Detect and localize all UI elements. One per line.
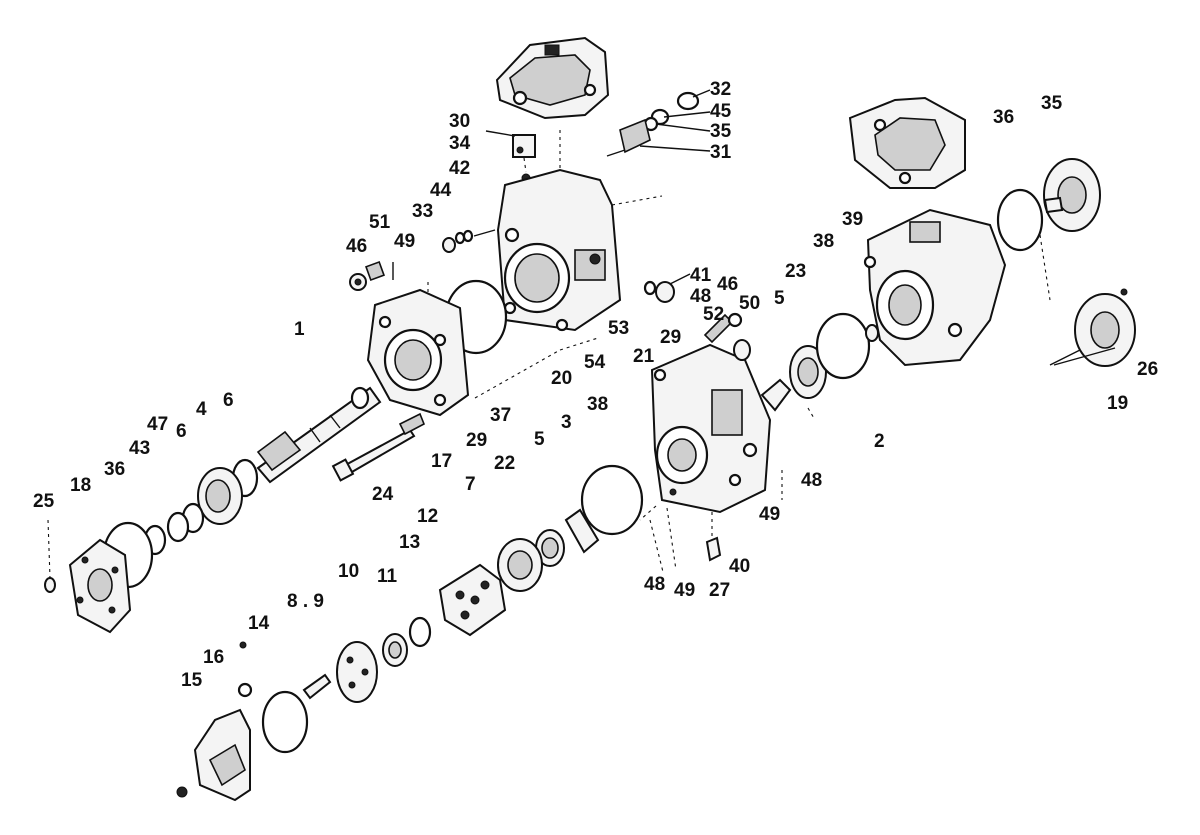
callout-50: 50 bbox=[739, 293, 760, 314]
callout-25: 25 bbox=[33, 491, 55, 512]
spring-52 bbox=[703, 312, 751, 361]
callout-27: 27 bbox=[709, 580, 730, 601]
callout-51: 51 bbox=[369, 212, 391, 233]
callout-19: 19 bbox=[1107, 393, 1128, 414]
callout-30: 30 bbox=[449, 111, 470, 132]
callout-23: 23 bbox=[785, 261, 806, 282]
callout-35a: 35 bbox=[710, 121, 732, 142]
plugs-33-44-42 bbox=[442, 229, 496, 253]
valve-plate-right bbox=[760, 312, 879, 412]
callout-4: 4 bbox=[196, 399, 207, 420]
callout-43: 43 bbox=[129, 438, 150, 459]
callout-7: 7 bbox=[465, 474, 476, 495]
callout-47: 47 bbox=[147, 414, 168, 435]
callout-53: 53 bbox=[608, 318, 629, 339]
drive-shaft bbox=[256, 386, 382, 484]
callout-35b: 35 bbox=[1041, 93, 1063, 114]
callout-20: 20 bbox=[551, 368, 572, 389]
swash-plate-15 bbox=[176, 641, 253, 802]
callout-42: 42 bbox=[449, 158, 470, 179]
callout-21: 21 bbox=[633, 346, 655, 367]
callout-29a: 29 bbox=[660, 327, 681, 348]
callout-32: 32 bbox=[710, 79, 731, 100]
callout-38b: 38 bbox=[587, 394, 608, 415]
callout-18: 18 bbox=[70, 475, 91, 496]
callout-16: 16 bbox=[203, 647, 224, 668]
callout-17: 17 bbox=[431, 451, 452, 472]
callout-48b: 48 bbox=[801, 470, 822, 491]
callout-12: 12 bbox=[417, 506, 438, 527]
callout-29b: 29 bbox=[466, 430, 487, 451]
callout-11: 11 bbox=[377, 566, 398, 587]
rear-gasket bbox=[996, 188, 1044, 252]
callout-46b: 46 bbox=[717, 274, 738, 295]
callout-37: 37 bbox=[490, 405, 511, 426]
callout-5a: 5 bbox=[774, 288, 785, 309]
centerlines bbox=[474, 130, 1051, 573]
callout-31: 31 bbox=[710, 142, 732, 163]
callout-10: 10 bbox=[338, 561, 359, 582]
callout-44: 44 bbox=[430, 180, 452, 201]
callout-41: 41 bbox=[690, 265, 712, 286]
plugs-41-48 bbox=[643, 280, 675, 303]
callout-49a: 49 bbox=[394, 231, 415, 252]
pump-housing-center bbox=[496, 168, 663, 332]
callout-8-9: 8 . 9 bbox=[287, 591, 324, 612]
callout-3: 3 bbox=[561, 412, 572, 433]
pump-housing-right bbox=[863, 208, 1007, 367]
callout-49c: 49 bbox=[674, 580, 695, 601]
flange-26 bbox=[1049, 288, 1136, 367]
callout-52: 52 bbox=[703, 304, 724, 325]
callout-14: 14 bbox=[248, 613, 270, 634]
callout-33: 33 bbox=[412, 201, 433, 222]
bolt-24 bbox=[331, 412, 426, 482]
callout-48c: 48 bbox=[644, 574, 665, 595]
leader-lines bbox=[485, 89, 1116, 366]
callout-36b: 36 bbox=[104, 459, 125, 480]
rotating-group bbox=[261, 464, 644, 754]
callout-36a: 36 bbox=[993, 107, 1014, 128]
callout-24: 24 bbox=[372, 484, 394, 505]
callout-6a: 6 bbox=[223, 390, 234, 411]
callout-45: 45 bbox=[710, 101, 732, 122]
callout-22: 22 bbox=[494, 453, 515, 474]
callout-54: 54 bbox=[584, 352, 606, 373]
callout-39: 39 bbox=[842, 209, 863, 230]
callout-26: 26 bbox=[1137, 359, 1158, 380]
callout-labels: 30 34 42 44 33 51 49 46 32 45 35 31 36 3… bbox=[33, 79, 1158, 691]
callout-15: 15 bbox=[181, 670, 203, 691]
part-30-block bbox=[512, 134, 536, 183]
callout-48a: 48 bbox=[690, 286, 711, 307]
regulator-top bbox=[495, 36, 610, 120]
flange-18 bbox=[44, 519, 132, 634]
callout-6b: 6 bbox=[176, 421, 187, 442]
valve-block-center bbox=[650, 343, 772, 562]
callout-38a: 38 bbox=[813, 231, 834, 252]
callout-13: 13 bbox=[399, 532, 420, 553]
bolts-46-51 bbox=[349, 261, 429, 295]
callout-46a: 46 bbox=[346, 236, 367, 257]
callout-1: 1 bbox=[294, 319, 305, 340]
callout-40: 40 bbox=[729, 556, 750, 577]
regulator-right bbox=[848, 96, 966, 189]
front-flange-housing bbox=[366, 288, 470, 417]
callout-2: 2 bbox=[874, 431, 885, 452]
callout-49b: 49 bbox=[759, 504, 780, 525]
callout-34: 34 bbox=[449, 133, 471, 154]
rear-cover-top bbox=[1043, 158, 1101, 232]
callout-5b: 5 bbox=[534, 429, 545, 450]
